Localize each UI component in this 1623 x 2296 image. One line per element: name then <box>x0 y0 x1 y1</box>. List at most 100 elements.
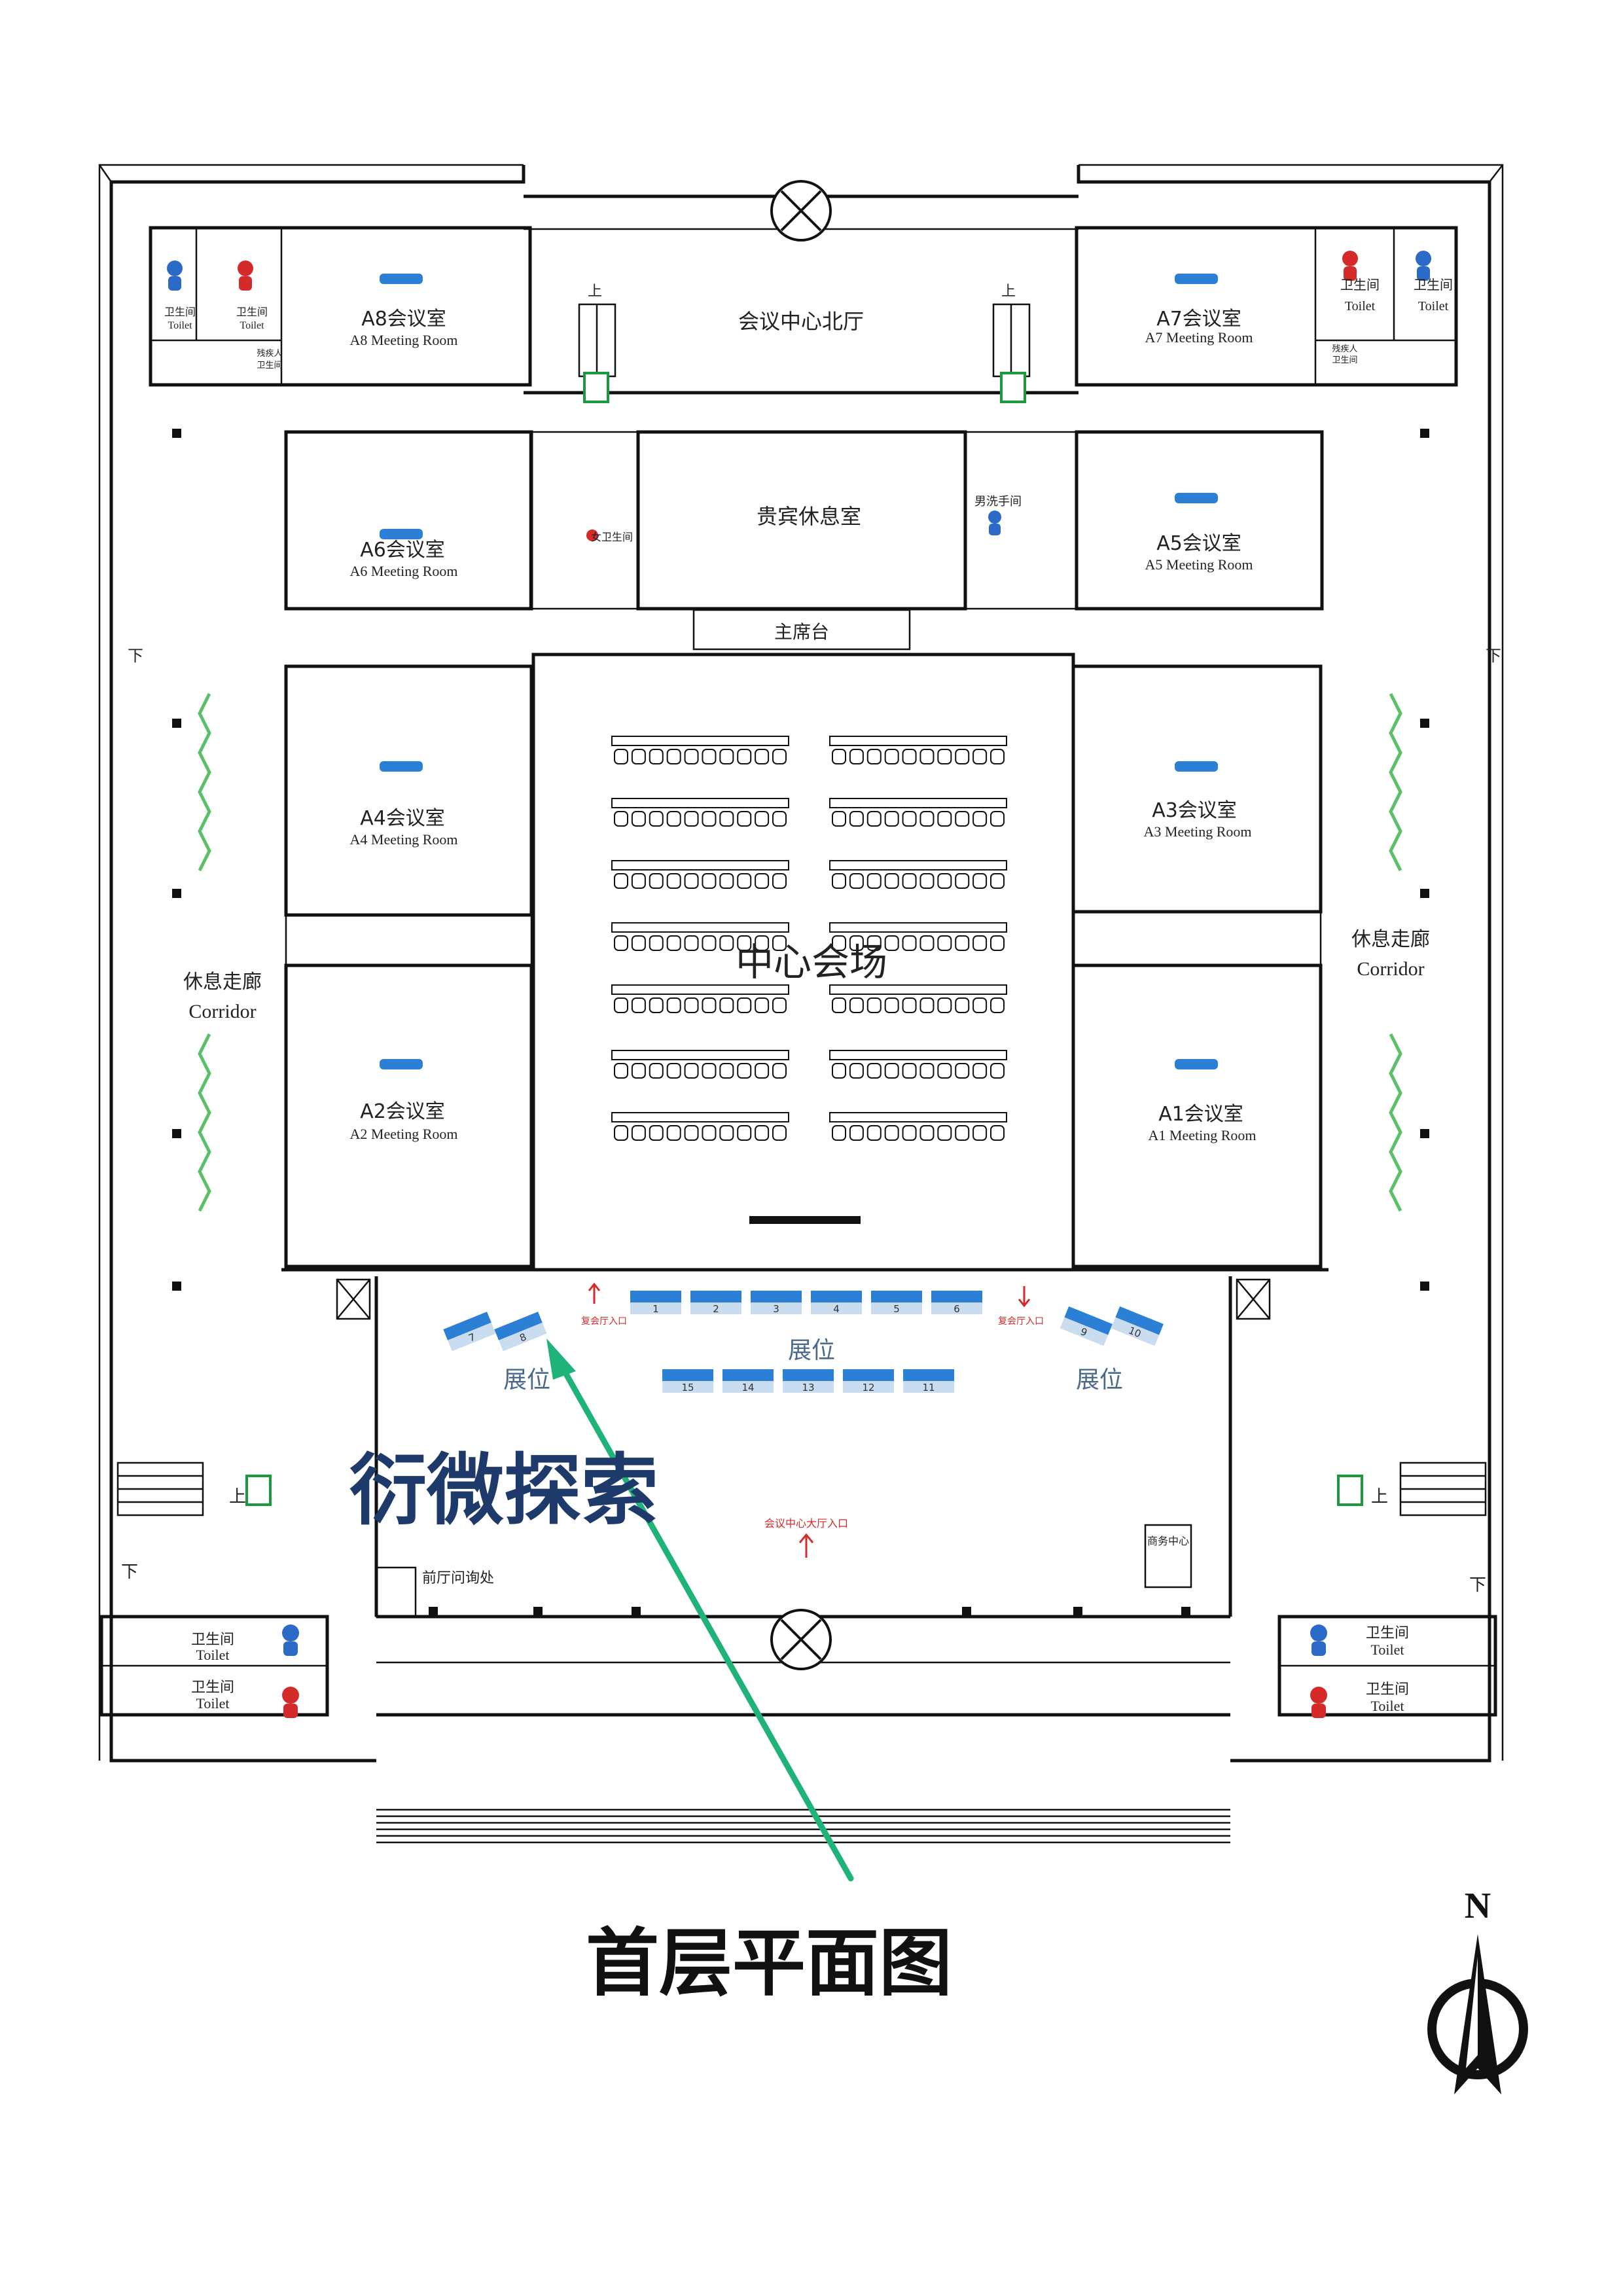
booth-base <box>630 1302 681 1314</box>
seat <box>631 1125 646 1141</box>
structural-columns <box>172 429 1429 1616</box>
labels: 会议中心北厅 贵宾休息室 主席台 中心会场 男洗手间 女卫生间 前厅问询处 商务… <box>121 277 1501 2006</box>
booth-number: 10 <box>1127 1325 1143 1340</box>
booth-base <box>690 1302 741 1314</box>
booth-base <box>843 1381 894 1393</box>
seat <box>684 749 699 764</box>
seat <box>772 1125 787 1141</box>
seat <box>684 873 699 889</box>
man-icon <box>1416 251 1431 266</box>
seat <box>719 873 734 889</box>
seat <box>772 1063 787 1079</box>
seat <box>719 935 734 951</box>
seat <box>631 873 646 889</box>
seat <box>919 811 935 827</box>
seat <box>631 1063 646 1079</box>
seat <box>866 1125 882 1141</box>
seat <box>666 935 681 951</box>
seat <box>666 1063 681 1079</box>
seat <box>919 1125 935 1141</box>
booth: 10 <box>1111 1306 1164 1346</box>
seat <box>884 1125 899 1141</box>
seat <box>755 1125 770 1141</box>
room-a7-en: A7 Meeting Room <box>1145 329 1253 346</box>
seat <box>684 1063 699 1079</box>
west-stair <box>116 1462 204 1516</box>
seat <box>955 749 970 764</box>
seat <box>972 935 988 951</box>
front-desk-box <box>375 1566 417 1618</box>
seat <box>866 749 882 764</box>
woman-icon <box>238 260 253 276</box>
man-icon <box>282 1624 299 1641</box>
north-escalator-left <box>578 303 616 378</box>
toilet-icons <box>167 251 1431 1718</box>
room-a4-en: A4 Meeting Room <box>350 831 458 848</box>
seat <box>972 749 988 764</box>
booth-bar <box>662 1369 713 1381</box>
seat <box>937 1125 952 1141</box>
emergency-exit-icon <box>1000 372 1026 403</box>
woman-icon <box>1342 251 1358 266</box>
seat <box>772 873 787 889</box>
seat <box>955 935 970 951</box>
north-hall-label: 会议中心北厅 <box>738 309 864 334</box>
seat <box>866 935 882 951</box>
west-corridor-en: Corridor <box>188 1001 256 1022</box>
north-escalator-right <box>992 303 1031 378</box>
booth-bar <box>843 1369 894 1381</box>
man-icon <box>167 260 183 276</box>
seat <box>884 997 899 1013</box>
page-title: 首层平面图 <box>586 1920 952 2006</box>
toilet-en: Toilet <box>240 320 264 331</box>
booth-base <box>931 1302 982 1314</box>
hall-seating <box>611 736 1007 1141</box>
exit-signs <box>245 372 1363 1506</box>
booth-bar <box>871 1291 922 1302</box>
accessible-toilet-label: 卫生间 <box>1332 355 1357 365</box>
toilet-cn: 卫生间 <box>1414 277 1453 293</box>
table-row <box>829 984 1007 995</box>
toilet-en: Toilet <box>196 1695 229 1712</box>
booth-number: 3 <box>773 1303 779 1315</box>
seat <box>902 1063 917 1079</box>
seat <box>702 935 717 951</box>
seat <box>614 935 628 951</box>
seat <box>666 811 681 827</box>
seat <box>649 1125 664 1141</box>
seat <box>631 811 646 827</box>
seat <box>919 997 935 1013</box>
seat <box>902 873 917 889</box>
business-center-box <box>1144 1524 1192 1588</box>
seat <box>902 811 917 827</box>
seat <box>755 873 770 889</box>
seat <box>990 1125 1005 1141</box>
brand-watermark: 衍微探索 <box>349 1445 658 1535</box>
seat <box>614 997 628 1013</box>
entrance-left-label: 复会厅入口 <box>581 1316 627 1327</box>
room-a3-cn: A3会议室 <box>1152 799 1237 822</box>
table-row <box>611 1112 789 1122</box>
seat <box>719 811 734 827</box>
seat <box>955 1063 970 1079</box>
rostrum-box <box>692 609 911 651</box>
seat <box>631 997 646 1013</box>
table-row <box>829 860 1007 870</box>
revolving-door-south <box>770 1609 832 1670</box>
woman-icon <box>586 529 598 541</box>
seat <box>832 749 846 764</box>
room-a6-cn: A6会议室 <box>360 539 445 562</box>
men-washroom-label: 男洗手间 <box>974 495 1022 509</box>
seat <box>772 935 787 951</box>
seat <box>990 749 1005 764</box>
stair-down-label: 下 <box>128 647 143 665</box>
seat <box>990 811 1005 827</box>
table-row <box>829 736 1007 746</box>
entry-steps <box>376 1808 1230 1844</box>
booth-base <box>1111 1317 1160 1346</box>
stair-up-label: 上 <box>1371 1487 1388 1507</box>
seat <box>849 749 864 764</box>
seat <box>937 749 952 764</box>
seat <box>614 1125 628 1141</box>
booth-bar <box>494 1312 543 1340</box>
